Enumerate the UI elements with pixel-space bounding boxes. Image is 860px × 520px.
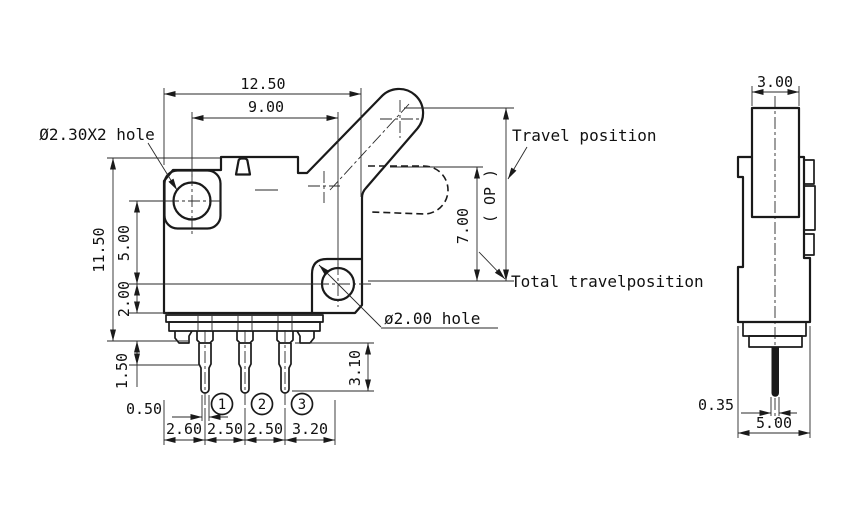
side-view: 3.00 0.35 5.00 — [698, 73, 816, 438]
dim-pin2-to-pin3: 2.50 — [247, 420, 283, 438]
pin3-balloon — [290, 392, 314, 416]
extension-lines — [107, 88, 514, 445]
side-base-step-2 — [748, 335, 803, 348]
side-latch-tab-1 — [804, 159, 815, 185]
label-op: ( OP ) — [481, 169, 499, 223]
front-annotation-texts: Ø2.30X2 hole ø2.00 hole Travel position … — [39, 125, 703, 328]
base-plate-lower — [168, 321, 321, 332]
pin2-balloon — [250, 392, 274, 416]
leader-top-hole — [147, 142, 178, 191]
foot-left — [174, 330, 193, 344]
pin2-number: 2 — [258, 397, 266, 413]
side-latch-tab-3 — [804, 233, 815, 256]
front-view: 1 2 3 12.50 9.00 11.50 5.00 2.00 1.50 0.… — [39, 75, 704, 445]
leader-total-travel — [478, 251, 506, 280]
dim-total-height: 11.50 — [90, 227, 108, 272]
dim-hole-span: 9.00 — [248, 98, 284, 116]
lever-axis — [329, 103, 410, 191]
side-dimension-lines — [738, 89, 810, 436]
terminal-slots — [197, 316, 293, 330]
leader-lines — [147, 142, 528, 329]
dim-lever-width: 3.00 — [757, 73, 793, 91]
dim-pin3-to-edge: 3.20 — [292, 420, 328, 438]
side-latch-tab-2 — [804, 185, 816, 231]
dim-travel-height: 7.00 — [454, 208, 472, 244]
pin3-number: 3 — [298, 397, 306, 413]
dim-pin-width: 0.50 — [126, 400, 162, 418]
pin1-number: 1 — [218, 397, 226, 413]
dimension-lines — [110, 91, 509, 443]
body-outline — [162, 87, 425, 315]
dim-base-height: 1.50 — [113, 353, 131, 389]
side-extension-lines — [737, 86, 811, 438]
dim-hole-to-bottom: 2.00 — [115, 281, 133, 317]
dim-pin-length: 3.10 — [346, 350, 364, 386]
pin1-balloon — [210, 392, 234, 416]
label-top-hole: Ø2.30X2 hole — [39, 125, 155, 144]
label-bottom-hole: ø2.00 hole — [384, 309, 480, 328]
dim-hole-vertical-span: 5.00 — [115, 225, 133, 261]
side-dimension-texts: 3.00 0.35 5.00 — [698, 73, 793, 432]
dim-body-depth: 5.00 — [756, 414, 792, 432]
side-body — [736, 106, 816, 397]
lever-travel-dashed — [368, 165, 449, 215]
switch-body — [162, 87, 425, 315]
side-lever — [750, 106, 801, 219]
label-travel-position: Travel position — [512, 126, 657, 145]
side-base-step-1 — [742, 321, 807, 337]
label-total-travel: Total travelposition — [511, 272, 704, 291]
terminal-base — [165, 314, 324, 344]
center-lines — [167, 100, 421, 410]
dim-total-width: 12.50 — [240, 75, 285, 93]
bottom-hole-boss — [310, 257, 364, 314]
plunger-button — [234, 157, 252, 176]
side-pin — [771, 347, 779, 397]
dim-edge-to-pin1: 2.60 — [166, 420, 202, 438]
foot-right — [296, 330, 315, 344]
terminal-pins — [196, 331, 294, 394]
pin-balloons: 1 2 3 — [210, 392, 314, 416]
leader-bottom-hole — [318, 264, 382, 328]
base-plate-upper — [165, 314, 324, 323]
front-dimension-texts: 12.50 9.00 11.50 5.00 2.00 1.50 0.50 3.1… — [90, 75, 499, 438]
dim-pin-thickness: 0.35 — [698, 396, 734, 414]
dim-pin1-to-pin2: 2.50 — [207, 420, 243, 438]
leader-travel — [507, 146, 528, 180]
top-hole-boss — [163, 169, 222, 230]
side-body-outline — [736, 155, 812, 324]
